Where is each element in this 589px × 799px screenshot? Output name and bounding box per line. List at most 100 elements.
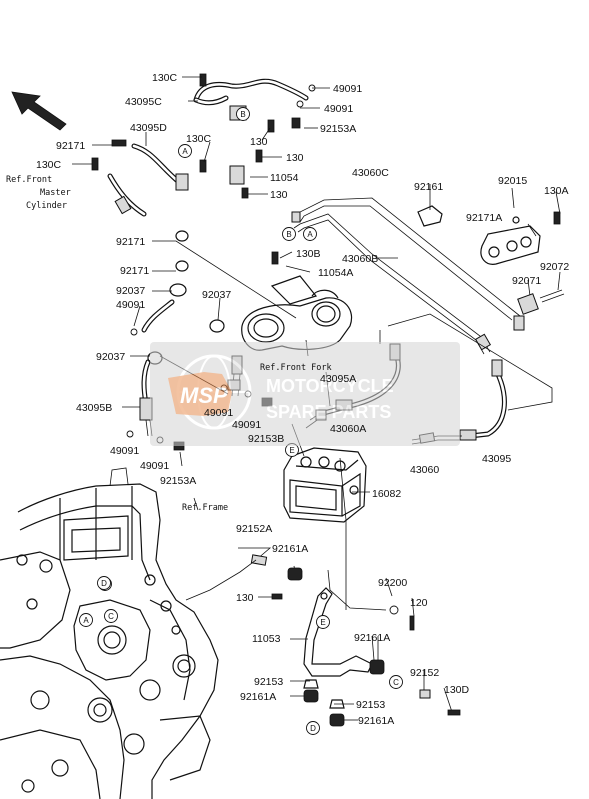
- abs-bracket-11053: [250, 554, 461, 727]
- part-label: 43060C: [352, 167, 389, 179]
- part-label: 49091: [204, 407, 233, 419]
- callout-letters: A B B A B A E D: [79, 107, 403, 735]
- part-label: 43095A: [320, 373, 356, 385]
- part-label: 92037: [96, 351, 125, 363]
- part-label: 130: [270, 189, 288, 201]
- fork-bracket-11054A: [241, 275, 353, 351]
- part-label: 11054: [270, 172, 299, 184]
- reference-labels: Ref.Front Master Cylinder Ref.Front Fork…: [6, 175, 332, 513]
- part-label: 92171: [56, 140, 85, 152]
- part-label: 130: [286, 152, 304, 164]
- part-number-labels: 130C 43095C 49091 49091 92153A 43095D 92…: [36, 72, 569, 727]
- part-label: 130C: [186, 133, 212, 145]
- upper-bolts: [91, 73, 301, 265]
- part-label: 92037: [116, 285, 145, 297]
- part-label: 43095: [482, 453, 511, 465]
- watermark-logo-badge: [168, 372, 232, 416]
- part-label: 16082: [372, 488, 401, 500]
- part-label: 92153: [356, 699, 385, 711]
- watermark-band: [150, 342, 460, 446]
- watermark: MSP MOTORCYCLE SPARE PARTS: [150, 342, 460, 446]
- part-label: 92071: [512, 275, 541, 287]
- part-label: 49091: [333, 83, 362, 95]
- part-label: 92161A: [354, 632, 390, 644]
- part-label: 92161A: [240, 691, 276, 703]
- callout-d-left: D: [97, 576, 111, 590]
- part-label: 130A: [544, 185, 569, 197]
- ref-front-fork: Ref.Front Fork: [260, 363, 332, 373]
- svg-text:E: E: [289, 446, 294, 455]
- part-label: 92072: [540, 261, 569, 273]
- front-direction-arrow-icon: [11, 91, 67, 131]
- ref-front-master-cylinder-line3: Cylinder: [26, 201, 67, 211]
- part-label: 92037: [202, 289, 231, 301]
- watermark-line2: SPARE PARTS: [266, 402, 391, 422]
- part-label: 11054A: [318, 267, 353, 279]
- part-label: 43095C: [125, 96, 162, 108]
- part-label: 92153A: [160, 475, 196, 487]
- svg-text:A: A: [83, 616, 89, 625]
- part-label: 92200: [378, 577, 407, 589]
- ref-front-master-cylinder-line2: Master: [40, 188, 71, 198]
- part-label: 92161A: [272, 543, 308, 555]
- part-label: 92152A: [236, 523, 272, 535]
- svg-text:B: B: [286, 230, 291, 239]
- part-label: 43060: [410, 464, 439, 476]
- reference-bracket-lines: [379, 313, 553, 411]
- part-label: 92161: [414, 181, 443, 193]
- part-label: 49091: [140, 460, 169, 472]
- callout-a-2: A: [303, 227, 317, 241]
- svg-text:A: A: [307, 230, 313, 239]
- part-label: 92015: [498, 175, 527, 187]
- callout-b-2: B: [282, 227, 296, 241]
- callout-c-right: C: [389, 675, 403, 689]
- callout-b-1: B: [236, 107, 250, 121]
- part-label: 92171A: [466, 212, 502, 224]
- abs-unit-16082: [283, 447, 367, 523]
- svg-text:C: C: [108, 612, 114, 621]
- callout-e-2: E: [316, 615, 330, 629]
- part-label: 49091: [110, 445, 139, 457]
- part-label: 43095D: [130, 122, 167, 134]
- part-label: 130C: [36, 159, 62, 171]
- part-label: 92153A: [320, 123, 356, 135]
- part-label: 92152: [410, 667, 439, 679]
- part-label: 92171: [116, 236, 145, 248]
- part-label: 92153: [254, 676, 283, 688]
- svg-text:D: D: [101, 579, 107, 588]
- part-label: 49091: [324, 103, 353, 115]
- callout-a-1: A: [178, 144, 192, 158]
- part-label: 49091: [116, 299, 145, 311]
- watermark-logo-text: MSP: [180, 383, 228, 408]
- callout-e-1: E: [285, 443, 299, 457]
- part-label: 43060A: [330, 423, 366, 435]
- svg-text:A: A: [182, 147, 188, 156]
- bracket-92171A: [417, 205, 565, 315]
- callout-c-left: C: [104, 609, 118, 623]
- svg-text:D: D: [310, 724, 316, 733]
- part-label: 130B: [296, 248, 321, 260]
- ref-frame: Ref.Frame: [182, 503, 228, 513]
- watermark-line1: MOTORCYCLE: [266, 376, 394, 396]
- callout-d-bottom: D: [306, 721, 320, 735]
- part-label: 92171: [120, 265, 149, 277]
- part-label: 43095B: [76, 402, 112, 414]
- ref-front-master-cylinder-line1: Ref.Front: [6, 175, 52, 185]
- part-label: 43060B: [342, 253, 378, 265]
- part-label: 92161A: [358, 715, 394, 727]
- part-label: 11053: [252, 633, 281, 645]
- callout-a-3: A: [79, 613, 93, 627]
- part-label: 130: [236, 592, 254, 604]
- part-label: 49091: [232, 419, 261, 431]
- part-label: 130: [250, 136, 268, 148]
- part-label: 130C: [152, 72, 178, 84]
- long-brake-pipes: [291, 197, 525, 355]
- part-label: 130D: [444, 684, 470, 696]
- part-label: 120: [410, 597, 428, 609]
- frame-outline: [0, 467, 257, 799]
- svg-text:C: C: [393, 678, 399, 687]
- svg-text:E: E: [320, 618, 325, 627]
- part-label: 92153B: [248, 433, 284, 445]
- svg-text:B: B: [240, 110, 245, 119]
